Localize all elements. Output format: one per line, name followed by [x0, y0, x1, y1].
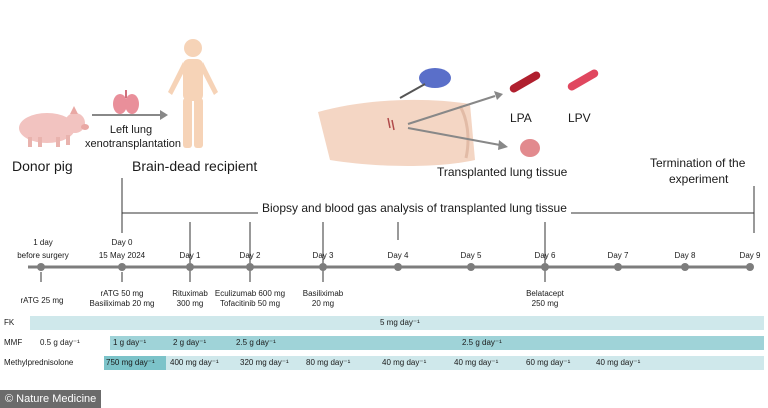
timeline-day8: Day 8 [674, 251, 696, 260]
mp-dose-6: 40 mg day⁻¹ [454, 358, 499, 367]
gloved-hand-icon [399, 68, 451, 99]
drug-day3-line2: 20 mg [311, 299, 335, 308]
mmf-dose-2: 1 g day⁻¹ [113, 338, 147, 347]
lung-tissue-icon [520, 139, 540, 157]
fk-bar [30, 316, 764, 330]
timeline-dot-day1 [186, 263, 194, 271]
timeline-dot-pre [37, 263, 45, 271]
timeline-dot-day8 [681, 263, 689, 271]
mp-bar [104, 356, 764, 370]
lung-icon [113, 90, 139, 114]
mp-bar-day0 [104, 356, 166, 370]
timeline-dot-day0 [118, 263, 126, 271]
chest-surgery-icon [318, 99, 475, 166]
drug-day1-line2: 300 mg [176, 299, 204, 308]
row-label-fk: FK [4, 318, 15, 327]
mp-dose-4: 80 mg day⁻¹ [306, 358, 351, 367]
row-label-methylprednisolone: Methylprednisolone [4, 358, 74, 367]
recipient-figure-icon [168, 39, 218, 148]
drug-day2-line1: Eculizumab 600 mg [214, 289, 286, 298]
drug-day0-line2: Basiliximab 20 mg [89, 299, 155, 308]
mmf-dose-3: 2 g day⁻¹ [173, 338, 207, 347]
timeline-dot-day9 [746, 263, 754, 271]
timeline-day2: Day 2 [239, 251, 261, 260]
timeline-dot-day5 [467, 263, 475, 271]
timeline-day0-line2: 15 May 2024 [98, 251, 146, 260]
credit-badge: © Nature Medicine [0, 390, 102, 408]
timeline-dot-day4 [394, 263, 402, 271]
drug-day6-line1: Belatacept [526, 289, 564, 298]
biopsy-label: Biopsy and blood gas analysis of transpl… [258, 201, 571, 215]
timeline-pre-line1: 1 day [33, 238, 53, 247]
timeline-dot-day7 [614, 263, 622, 271]
mp-dose-3: 320 mg day⁻¹ [240, 358, 289, 367]
mmf-dose-1: 0.5 g day⁻¹ [40, 338, 80, 347]
donor-pig-label: Donor pig [12, 158, 73, 174]
termination-label-line1: Termination of the [650, 156, 746, 170]
timeline-day7: Day 7 [607, 251, 629, 260]
mmf-bar [110, 336, 764, 350]
timeline-day1: Day 1 [179, 251, 201, 260]
timeline-dot-day2 [246, 263, 254, 271]
mp-dose-7: 60 mg day⁻¹ [526, 358, 571, 367]
mp-dose-2: 400 mg day⁻¹ [170, 358, 219, 367]
drug-day3-line1: Basiliximab [302, 289, 344, 298]
lpv-label: LPV [568, 111, 591, 125]
transplant-arrow-icon [92, 110, 168, 120]
mp-dose-5: 40 mg day⁻¹ [382, 358, 427, 367]
timeline-day4: Day 4 [387, 251, 409, 260]
row-label-mmf: MMF [4, 338, 23, 347]
tissue-label: Transplanted lung tissue [437, 165, 568, 179]
recipient-label: Brain-dead recipient [132, 158, 258, 174]
timeline-dot-day3 [319, 263, 327, 271]
timeline-dot-day6 [541, 263, 549, 271]
procedure-label-line2: xenotransplantation [85, 138, 182, 150]
drug-day6-line2: 250 mg [531, 299, 559, 308]
mmf-dose-4: 2.5 g day⁻¹ [236, 338, 276, 347]
sample-arrow-icon [407, 91, 508, 150]
fk-dose: 5 mg day⁻¹ [380, 318, 420, 327]
lpa-label: LPA [510, 111, 532, 125]
drug-day2-line2: Tofacitinib 50 mg [219, 299, 281, 308]
blood-tube-lpa-icon [509, 71, 541, 93]
pig-icon [19, 106, 89, 147]
procedure-label-line1: Left lung [109, 124, 153, 136]
drug-day1-line1: Rituximab [172, 289, 208, 298]
mmf-dose-5: 2.5 g day⁻¹ [462, 338, 502, 347]
blood-tube-lpv-icon [567, 69, 599, 91]
timeline-day3: Day 3 [312, 251, 334, 260]
drug-pre: rATG 25 mg [20, 296, 64, 305]
timeline-day0-line1: Day 0 [111, 238, 133, 247]
drug-day0-line1: rATG 50 mg [100, 289, 144, 298]
mp-dose-1: 750 mg day⁻¹ [106, 358, 155, 367]
timeline-pre-line2: before surgery [17, 251, 69, 260]
timeline-day5: Day 5 [460, 251, 482, 260]
mp-dose-8: 40 mg day⁻¹ [596, 358, 641, 367]
termination-label-line2: experiment [669, 172, 729, 186]
timeline-day9: Day 9 [739, 251, 761, 260]
timeline-day6: Day 6 [534, 251, 556, 260]
